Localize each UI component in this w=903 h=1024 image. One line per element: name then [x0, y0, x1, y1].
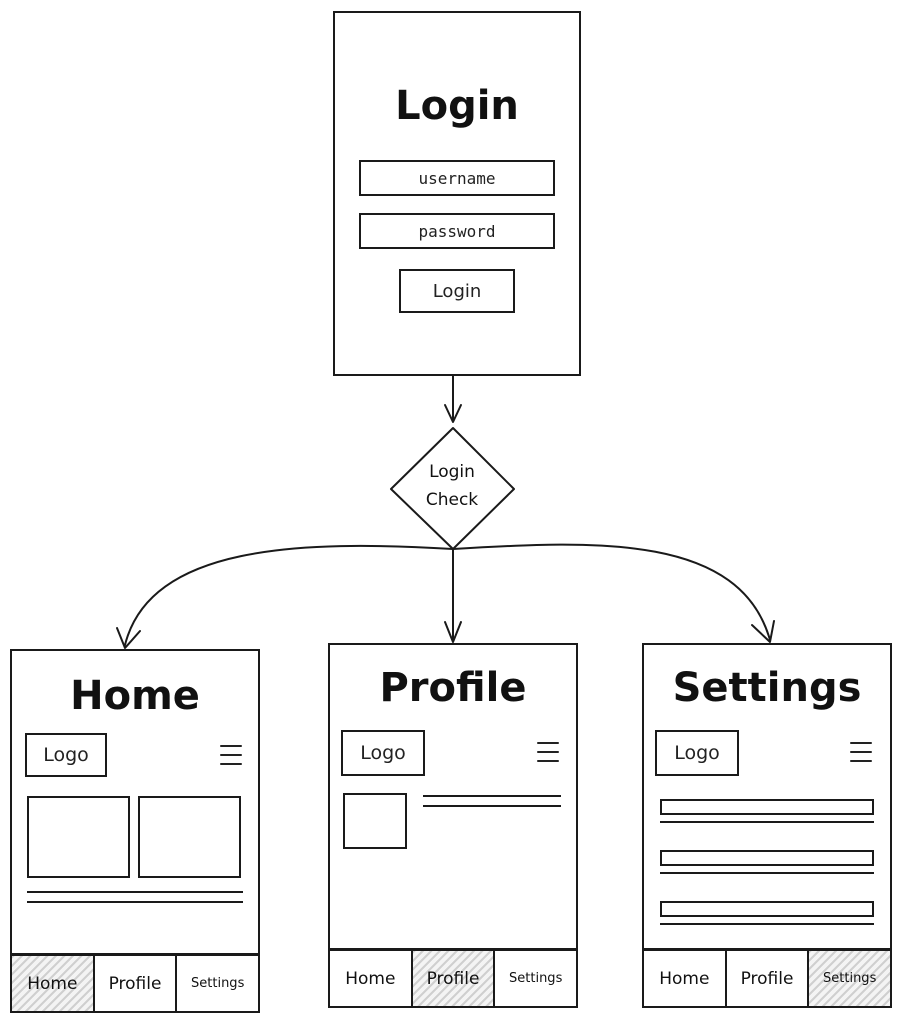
login-title: Login — [395, 83, 519, 129]
tab-home[interactable]: Home — [330, 951, 413, 1006]
image-placeholder — [138, 796, 241, 878]
tab-home[interactable]: Home — [12, 956, 95, 1011]
arrowhead-check-to-home — [116, 627, 141, 649]
logo: Logo — [655, 730, 739, 776]
home-screen: Home Logo Home Profile Settings — [10, 649, 260, 1013]
logo: Logo — [341, 730, 425, 776]
tab-settings[interactable]: Settings — [495, 951, 577, 1006]
bottom-tab-bar: Home Profile Settings — [12, 953, 259, 1011]
arrowhead-check-to-profile — [444, 621, 462, 643]
tab-settings[interactable]: Settings — [177, 956, 259, 1011]
avatar-placeholder — [343, 793, 407, 849]
text-line-placeholder — [27, 891, 243, 893]
home-title: Home — [70, 673, 200, 719]
profile-title: Profile — [379, 665, 527, 711]
decision-label: Login Check — [390, 458, 514, 514]
arrowhead-check-to-settings — [751, 620, 775, 643]
login-button[interactable]: Login — [399, 269, 515, 313]
bottom-tab-bar: Home Profile Settings — [330, 948, 577, 1006]
settings-screen: Settings Logo Home Profile Settings — [642, 643, 892, 1008]
profile-screen: Profile Logo Home Profile Settings — [328, 643, 578, 1008]
hamburger-menu-icon[interactable] — [537, 740, 559, 764]
arrow-check-to-home — [124, 544, 454, 646]
hamburger-menu-icon[interactable] — [220, 743, 242, 767]
image-placeholder — [27, 796, 130, 878]
password-field[interactable]: password — [359, 213, 555, 249]
tab-home[interactable]: Home — [644, 951, 727, 1006]
hamburger-menu-icon[interactable] — [850, 740, 872, 764]
tab-settings[interactable]: Settings — [809, 951, 891, 1006]
settings-option-bar[interactable] — [660, 901, 874, 917]
tab-profile[interactable]: Profile — [94, 956, 178, 1011]
logo: Logo — [25, 733, 107, 777]
tab-profile[interactable]: Profile — [412, 951, 496, 1006]
login-screen: Login username password Login — [333, 11, 581, 376]
settings-option-bar[interactable] — [660, 799, 874, 815]
tab-profile[interactable]: Profile — [726, 951, 810, 1006]
bottom-tab-bar: Home Profile Settings — [644, 948, 891, 1006]
username-field[interactable]: username — [359, 160, 555, 196]
arrowhead-login-to-check — [444, 404, 462, 423]
settings-option-bar[interactable] — [660, 850, 874, 866]
text-line-placeholder — [423, 795, 561, 797]
text-line-placeholder — [27, 901, 243, 903]
text-line-placeholder — [660, 923, 874, 925]
text-line-placeholder — [660, 821, 874, 823]
text-line-placeholder — [660, 872, 874, 874]
arrow-check-to-settings — [452, 543, 771, 641]
decision-label-line1: Login — [429, 462, 475, 482]
decision-label-line2: Check — [425, 490, 479, 510]
text-line-placeholder — [423, 805, 561, 807]
settings-title: Settings — [672, 665, 862, 711]
